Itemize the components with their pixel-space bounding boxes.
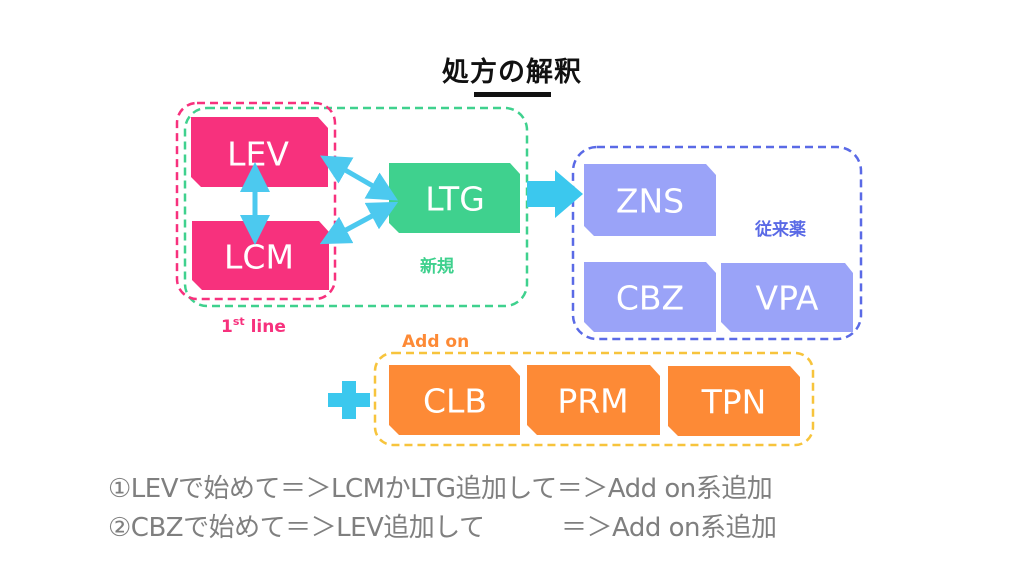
- box-lcm: [192, 221, 329, 290]
- title-underline: [474, 92, 551, 97]
- addon-group-label: Add on: [402, 332, 469, 352]
- note-line-2: ②CBZで始めて＝＞LEV追加して ＝＞Add on系追加: [108, 513, 777, 543]
- box-lcm-label: LCM: [224, 238, 294, 277]
- lev-ltg-arrow: [320, 155, 398, 201]
- box-ltg-label: LTG: [425, 180, 485, 219]
- new-group-label: 新規: [420, 256, 454, 277]
- box-lev-label: LEV: [227, 135, 289, 174]
- box-clb-label: CLB: [423, 382, 487, 421]
- conventional-group-border: [571, 145, 863, 341]
- first-line-label: 1st line: [221, 315, 286, 337]
- box-cbz-label: CBZ: [616, 279, 684, 318]
- box-vpa-label: VPA: [756, 279, 819, 318]
- box-ltg: [389, 163, 520, 233]
- plus-icon: [328, 381, 370, 419]
- box-zns: [584, 164, 716, 236]
- note-line-1: ①LEVで始めて＝＞LCMかLTG追加して＝＞Add on系追加: [108, 474, 773, 504]
- box-vpa: [721, 263, 853, 332]
- box-tpn-label: TPN: [701, 383, 767, 422]
- box-lev: [191, 117, 328, 187]
- addon-group-border: [373, 351, 815, 447]
- box-prm-label: PRM: [557, 382, 628, 421]
- box-zns-label: ZNS: [616, 182, 684, 221]
- box-cbz: [584, 262, 716, 332]
- box-tpn: [668, 366, 800, 436]
- ltg-to-conventional-arrow: [527, 170, 583, 218]
- page-title: 処方の解釈: [442, 57, 582, 88]
- box-prm: [527, 365, 660, 435]
- lcm-ltg-arrow: [319, 201, 399, 245]
- box-clb: [389, 365, 520, 435]
- conventional-group-label: 従来薬: [754, 219, 806, 240]
- first-line-group-border: [175, 101, 337, 301]
